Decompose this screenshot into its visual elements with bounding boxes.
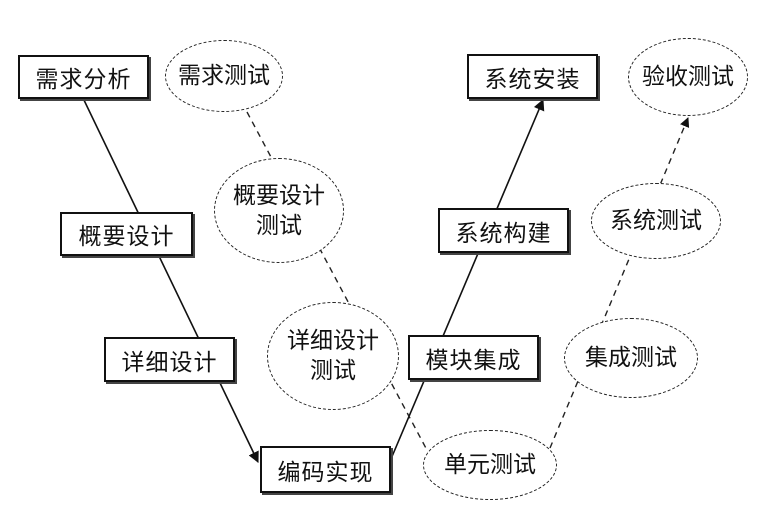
test-integration: 集成测试 bbox=[564, 318, 698, 398]
stage-module-integration: 模块集成 bbox=[408, 335, 539, 380]
test-detailed-design: 详细设计 测试 bbox=[267, 302, 399, 410]
test-requirements: 需求测试 bbox=[165, 40, 283, 112]
stage-system-install: 系统安装 bbox=[467, 54, 598, 99]
stage-system-install-label: 系统安装 bbox=[484, 66, 581, 93]
test-unit: 单元测试 bbox=[423, 430, 557, 500]
test-integration-label: 集成测试 bbox=[585, 345, 677, 371]
test-outline-design-line1: 概要设计 bbox=[233, 182, 325, 209]
test-outline-design: 概要设计 测试 bbox=[214, 158, 344, 263]
test-requirements-label: 需求测试 bbox=[178, 63, 270, 89]
test-detailed-design-line1: 详细设计 bbox=[287, 328, 379, 354]
stage-requirements-analysis: 需求分析 bbox=[18, 55, 149, 99]
stage-outline-design-label: 概要设计 bbox=[78, 224, 175, 250]
stage-module-integration-label: 模块集成 bbox=[425, 347, 522, 374]
line-req-test-to-unit-test bbox=[246, 111, 429, 453]
test-unit-label: 单元测试 bbox=[444, 452, 536, 478]
stage-detailed-design: 详细设计 bbox=[104, 337, 235, 382]
stage-system-build: 系统构建 bbox=[438, 208, 569, 253]
line-unit-test-to-acceptance bbox=[549, 117, 690, 449]
test-acceptance: 验收测试 bbox=[628, 38, 748, 116]
stage-coding: 编码实现 bbox=[260, 446, 391, 493]
stage-requirements-analysis-label: 需求分析 bbox=[35, 67, 132, 93]
test-detailed-design-line2: 测试 bbox=[310, 358, 356, 384]
test-outline-design-line2: 测试 bbox=[256, 212, 302, 239]
stage-detailed-design-label: 详细设计 bbox=[121, 349, 218, 376]
stage-coding-label: 编码实现 bbox=[277, 459, 374, 486]
stage-system-build-label: 系统构建 bbox=[455, 220, 552, 247]
test-acceptance-label: 验收测试 bbox=[642, 64, 734, 90]
stage-outline-design: 概要设计 bbox=[60, 212, 193, 256]
line-coding-to-install bbox=[387, 98, 545, 467]
test-system-label: 系统测试 bbox=[610, 208, 702, 234]
test-system: 系统测试 bbox=[591, 183, 721, 259]
line-requirements-to-coding bbox=[82, 97, 259, 464]
